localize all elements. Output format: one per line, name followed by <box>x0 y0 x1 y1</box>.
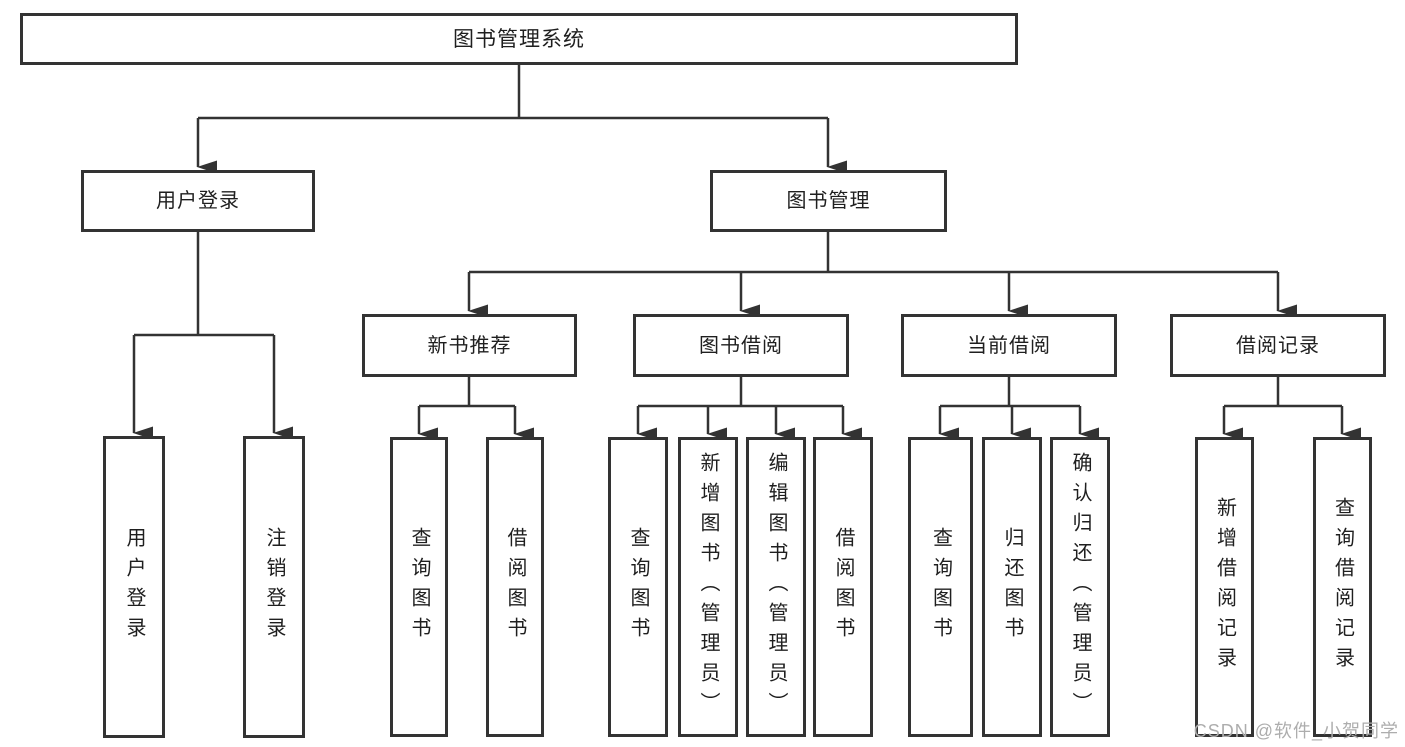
leaf-label: 归还图书 <box>1001 527 1023 647</box>
node-leaf-borrow-books-recommend: 借阅图书 <box>486 437 544 737</box>
leaf-label: 确认归还（管理员） <box>1069 452 1091 722</box>
leaf-label: 借阅图书 <box>832 527 854 647</box>
node-leaf-edit-books-admin: 编辑图书（管理员） <box>746 437 806 737</box>
node-leaf-add-books-admin: 新增图书（管理员） <box>678 437 738 737</box>
node-current-borrowing: 当前借阅 <box>901 314 1117 377</box>
leaf-label: 借阅图书 <box>504 527 526 647</box>
node-leaf-add-borrow-record: 新增借阅记录 <box>1195 437 1254 737</box>
node-leaf-return-books: 归还图书 <box>982 437 1042 737</box>
node-leaf-query-books-current: 查询图书 <box>908 437 973 737</box>
leaf-label: 新增借阅记录 <box>1213 497 1236 677</box>
node-book-borrowing: 图书借阅 <box>633 314 849 377</box>
node-leaf-logout: 注销登录 <box>243 436 305 738</box>
leaf-label: 查询借阅记录 <box>1331 497 1354 677</box>
node-leaf-query-books-borrow: 查询图书 <box>608 437 668 737</box>
node-new-book-recommend: 新书推荐 <box>362 314 577 377</box>
leaf-label: 新增图书（管理员） <box>697 452 719 722</box>
watermark: CSDN @软件_小贺同学 <box>1193 721 1399 741</box>
leaf-label: 查询图书 <box>929 527 952 647</box>
node-leaf-user-login: 用户登录 <box>103 436 165 738</box>
leaf-label: 查询图书 <box>408 527 430 647</box>
node-leaf-query-books-recommend: 查询图书 <box>390 437 448 737</box>
node-root: 图书管理系统 <box>20 13 1018 65</box>
node-book-management: 图书管理 <box>710 170 947 232</box>
node-user-login: 用户登录 <box>81 170 315 232</box>
leaf-label: 用户登录 <box>123 527 145 647</box>
node-leaf-borrow-books: 借阅图书 <box>813 437 873 737</box>
connector-arrows <box>132 118 1361 441</box>
leaf-label: 编辑图书（管理员） <box>765 452 787 722</box>
leaf-label: 注销登录 <box>263 527 285 647</box>
leaf-label: 查询图书 <box>627 527 649 647</box>
node-borrowing-records: 借阅记录 <box>1170 314 1386 377</box>
node-leaf-query-borrow-record: 查询借阅记录 <box>1313 437 1372 737</box>
node-leaf-confirm-return-admin: 确认归还（管理员） <box>1050 437 1110 737</box>
